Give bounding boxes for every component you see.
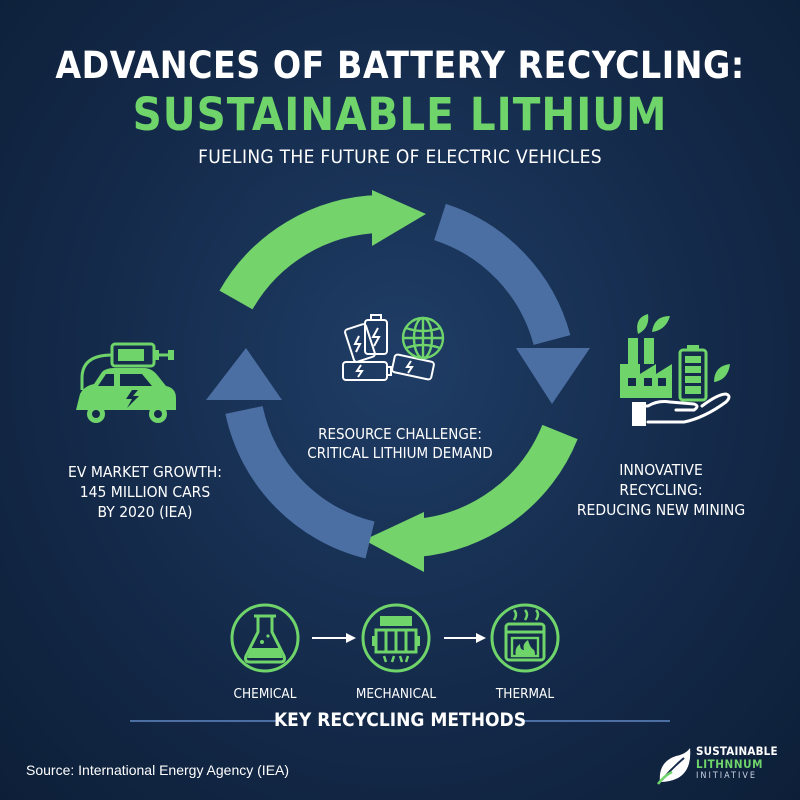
source-citation: Source: International Energy Agency (IEA… xyxy=(26,762,290,778)
leaf-logo-icon xyxy=(657,748,691,785)
divider-right xyxy=(520,720,670,722)
innovative-recycling-text: INNOVATIVE RECYCLING: REDUCING NEW MININ… xyxy=(556,460,766,520)
electric-car-charging-icon xyxy=(76,342,176,423)
resource-challenge-line-1: RESOURCE CHALLENGE: xyxy=(318,425,482,443)
title-line-1: ADVANCES OF BATTERY RECYCLING: xyxy=(55,44,745,87)
innovative-recycling-line-2: RECYCLING: xyxy=(619,481,703,499)
title-line-2: SUSTAINABLE LITHIUM xyxy=(132,88,668,141)
innovative-recycling-line-1: INNOVATIVE xyxy=(619,461,703,479)
arrow-right-icon xyxy=(312,633,356,643)
cycle-arrow-top-right xyxy=(433,203,590,404)
shredder-icon xyxy=(361,603,431,673)
ev-market-text: EV MARKET GROWTH: 145 MILLION CARS BY 20… xyxy=(40,462,250,522)
method-label-chemical: CHEMICAL xyxy=(233,686,297,702)
subtitle: FUELING THE FUTURE OF ELECTRIC VEHICLES xyxy=(198,146,602,168)
arrow-right-icon xyxy=(444,633,486,643)
logo-text-line-3: INITIATIVE xyxy=(696,771,757,781)
method-label-mechanical: MECHANICAL xyxy=(355,686,437,702)
ev-market-line-3: BY 2020 (IEA) xyxy=(97,503,193,521)
factory-battery-hand-icon xyxy=(620,314,731,426)
furnace-icon xyxy=(490,603,560,673)
recycling-methods-icons xyxy=(230,603,560,673)
divider-left xyxy=(130,720,280,722)
batteries-globe-icon xyxy=(342,314,445,381)
logo-text-line-1: SUSTAINABLE xyxy=(696,744,778,758)
ev-market-line-2: 145 MILLION CARS xyxy=(79,483,211,501)
organization-logo: SUSTAINABLE LITHNNUM INITIATIVE xyxy=(656,744,786,790)
cycle-arrow-top-left xyxy=(219,190,426,310)
key-methods-heading: KEY RECYCLING METHODS xyxy=(273,709,527,731)
ev-market-line-1: EV MARKET GROWTH: xyxy=(68,463,222,481)
cycle-arrow-bottom-left xyxy=(206,348,375,559)
flask-icon xyxy=(230,603,300,673)
logo-text-line-2: LITHNNUM xyxy=(696,757,763,771)
innovative-recycling-line-3: REDUCING NEW MINING xyxy=(576,501,746,519)
cycle-arrow-bottom-right xyxy=(364,424,578,572)
method-label-thermal: THERMAL xyxy=(495,686,555,702)
resource-challenge-line-2: CRITICAL LITHIUM DEMAND xyxy=(307,444,493,462)
resource-challenge-text: RESOURCE CHALLENGE: CRITICAL LITHIUM DEM… xyxy=(290,425,510,463)
